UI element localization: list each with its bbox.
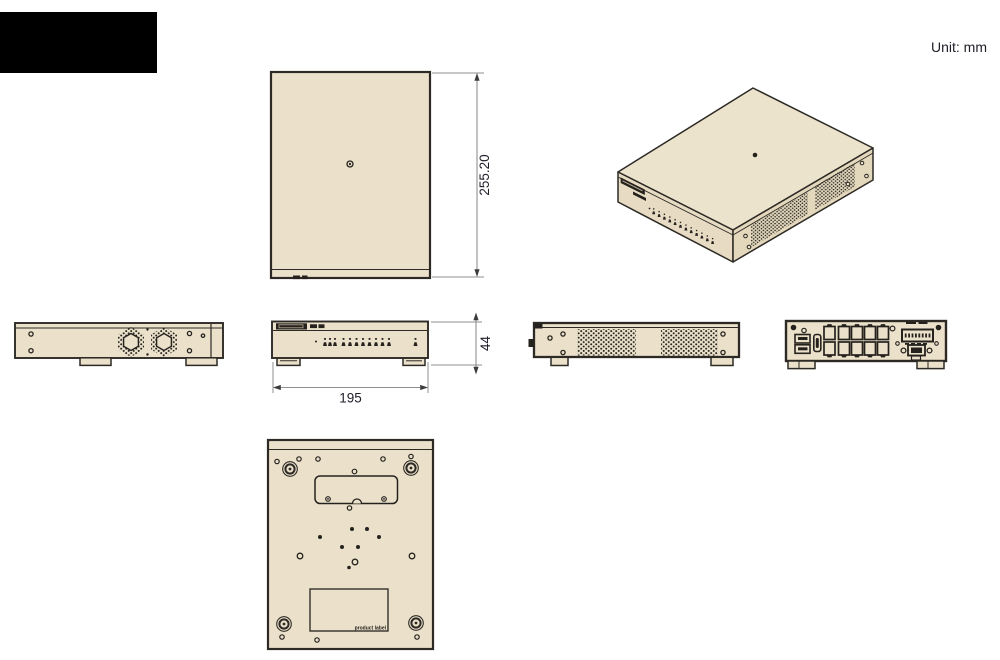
rubber-foot <box>402 357 426 367</box>
hatch-hole <box>346 505 353 511</box>
pin-hole <box>347 565 351 570</box>
model-number-mark <box>318 324 325 329</box>
iso-logo-badge-highlight <box>622 180 643 192</box>
side-view-left <box>14 322 224 367</box>
screw-hole <box>934 341 939 346</box>
rubber-foot <box>79 357 112 367</box>
arrowhead-left <box>273 384 281 391</box>
grounding-hole <box>889 325 896 332</box>
product-label-area: product label <box>309 588 389 632</box>
center-hole-cluster <box>318 527 381 549</box>
dimension-depth: 255.20 <box>432 72 492 278</box>
terminal-block <box>901 321 934 343</box>
io-label-marks <box>905 343 927 345</box>
reset-hole <box>801 327 807 334</box>
access-hatch <box>314 468 399 511</box>
width-dimension-label: 195 <box>339 391 362 406</box>
height-dimension-label: 44 <box>478 336 493 352</box>
iso-screw-holes <box>743 160 869 250</box>
arrowhead-down <box>473 366 479 375</box>
terminal-label-mark <box>918 321 928 324</box>
side-connector-nub <box>528 339 534 347</box>
edge-holes <box>279 634 420 643</box>
model-number-mark <box>310 324 317 329</box>
product-label-text: product label <box>355 626 387 632</box>
vent-panel <box>577 329 636 356</box>
iso-vent-panel <box>751 192 808 248</box>
hex-vent <box>118 327 144 357</box>
rubber-foot <box>787 360 816 370</box>
hex-vent <box>151 327 177 357</box>
arrowhead-right <box>420 384 428 391</box>
iso-led-row <box>648 207 715 244</box>
vent-panel <box>661 329 718 356</box>
finger-notch <box>351 498 363 504</box>
unit-label: Unit: mm <box>931 39 987 55</box>
arrowhead-up <box>473 312 479 321</box>
terminal-label-mark <box>906 321 916 324</box>
corner-mark <box>534 323 543 329</box>
rubber-foot <box>276 357 301 367</box>
iso-model-mark <box>633 191 646 201</box>
isometric-view <box>617 87 874 263</box>
vent-hole <box>146 328 149 331</box>
dimension-height: 44 <box>431 312 493 375</box>
rubber-foot-round <box>275 615 293 633</box>
mounting-holes <box>274 453 414 465</box>
top-view <box>269 70 432 280</box>
screw-holes <box>547 331 726 356</box>
iso-vent-panel <box>815 162 855 210</box>
bottom-view: product label <box>266 438 435 651</box>
rubber-foot <box>916 360 945 370</box>
power-tab <box>910 355 922 361</box>
dimension-width: 195 <box>272 362 429 406</box>
front-logo-badge <box>276 323 325 330</box>
logo-placeholder-block <box>0 12 157 73</box>
iso-top-hole <box>752 152 758 158</box>
arrowhead-up <box>474 73 480 81</box>
arrowhead-down <box>474 269 480 277</box>
front-detail-mark <box>302 275 308 280</box>
usb-ports <box>794 333 811 355</box>
rubber-foot-round <box>281 460 299 478</box>
corner-screw <box>935 324 942 331</box>
screw-holes <box>28 330 206 354</box>
rubber-foot <box>710 356 734 367</box>
vent-hole <box>146 353 149 356</box>
rubber-foot <box>550 356 569 367</box>
rear-view <box>784 319 948 370</box>
front-view <box>271 320 429 367</box>
hatch-screws <box>325 496 387 502</box>
rubber-foot-round <box>407 614 425 632</box>
front-led-row <box>315 338 418 346</box>
hdmi-port <box>812 333 822 353</box>
top-center-hole <box>346 160 354 168</box>
corner-screw <box>790 324 797 331</box>
screw-hole <box>895 341 900 346</box>
rubber-foot-round <box>402 459 420 477</box>
side-view-right <box>528 321 741 367</box>
side-holes <box>296 552 416 566</box>
depth-dimension-label: 255.20 <box>477 154 492 195</box>
rubber-foot <box>185 357 218 367</box>
front-detail-mark <box>293 275 300 280</box>
power-connector <box>900 344 933 361</box>
